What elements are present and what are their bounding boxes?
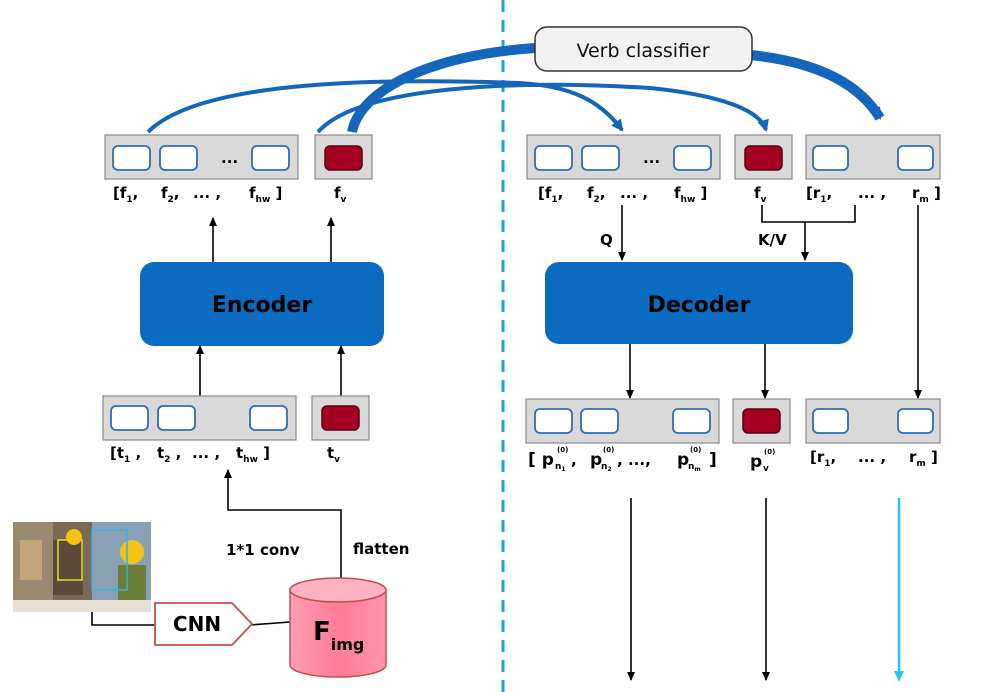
svg-text:thw ]: thw ] [236,444,270,465]
decoder-feature-label: [f1, f2, ... , fhw ] [538,184,707,205]
svg-text:]: ] [709,450,717,470]
pv-token [732,398,791,444]
q-label: Q [600,231,613,249]
svg-text:rm ]: rm ] [912,184,941,205]
curve-features-to-decoder [146,79,624,134]
encoder-verb-token [314,134,373,180]
svg-text:... ,: ... , [193,184,221,202]
svg-text:p: p [677,450,689,470]
decoder-label: Decoder [648,293,751,318]
svg-text:[t1 ,: [t1 , [110,444,141,465]
svg-text:p: p [750,452,762,472]
token-bar [102,395,297,441]
svg-text:fhw ]: fhw ] [674,184,707,205]
svg-text:[r1,: [r1, [806,184,832,205]
decoder-feature-bar: ... [526,134,721,180]
decoder-fv-label: fv [754,184,767,205]
svg-text:fhw ]: fhw ] [249,184,282,205]
encoder-label: Encoder [212,293,313,318]
encoder-feature-label: [f1, f2, ... , fhw ] [113,184,282,205]
cnn-label: CNN [173,612,221,636]
encoder-feature-bar: ... [104,134,299,180]
ellipsis-text: ... [643,149,660,167]
pred-bar [525,398,720,444]
svg-text:,: , [571,451,577,469]
decoder-verb-token [734,134,793,180]
svg-text:... ,: ... , [192,444,220,462]
roles-in-label: [r1, ... , rm ] [806,184,941,205]
svg-text:f2,: f2, [161,184,180,205]
svg-text:n1: n1 [555,462,566,473]
svg-text:[r1,: [r1, [810,448,836,469]
encoder-fv-label: fv [334,184,347,205]
svg-text:... ,: ... , [858,448,886,466]
tv-label: tv [327,444,340,465]
roles-out-bar [805,398,941,444]
svg-text:[f1,: [f1, [113,184,138,205]
curve-classifier-to-roles [749,50,885,121]
svg-text:rm ]: rm ] [909,448,938,469]
svg-text:...,: ..., [628,451,651,469]
connector-cnn-fimg [249,621,291,626]
svg-text:(0): (0) [764,448,775,456]
svg-text:(0): (0) [690,446,701,454]
svg-text:[ p: [ p [528,450,554,470]
svg-text:... ,: ... , [858,184,886,202]
token-label: [t1 , t2 , ... , thw ] [110,444,270,465]
svg-text:nm: nm [688,462,701,473]
ellipsis-text: ... [221,149,238,167]
svg-text:(0): (0) [603,446,614,454]
verb-classifier-label: Verb classifier [576,40,709,62]
svg-text:v: v [763,464,769,474]
verb-classifier-box: Verb classifier [534,26,753,72]
pv-label: p (0) v [750,448,775,474]
svg-text:t2 ,: t2 , [157,444,181,465]
pred-label: [ p (0) n1 , p (0) n2 , ..., p (0) nm ] [528,446,717,473]
arrow-fimg-tokens [224,469,342,578]
svg-text:[f1,: [f1, [538,184,563,205]
svg-text:p: p [590,450,602,470]
connector-image-cnn [91,612,155,626]
kv-bracket [761,205,856,223]
svg-text:n2: n2 [601,462,612,473]
encoder-block: Encoder [140,262,384,346]
svg-text:... ,: ... , [620,184,648,202]
role-query-bar [805,134,941,180]
decoder-block: Decoder [545,262,853,344]
input-image [13,522,151,612]
tv-token [311,395,370,441]
roles-out-label: [r1, ... , rm ] [810,448,938,469]
fimg-cylinder: Fimg [289,577,387,678]
conv-label: 1*1 conv [226,541,300,559]
svg-text:,: , [617,451,623,469]
fimg-label: Fimg [313,617,364,654]
flatten-label: flatten [353,540,409,558]
svg-text:(0): (0) [557,446,568,454]
kv-label: K/V [758,231,787,249]
svg-text:f2,: f2, [587,184,606,205]
curve-fv-to-classifier [347,43,536,134]
cnn-block: CNN [154,602,254,646]
